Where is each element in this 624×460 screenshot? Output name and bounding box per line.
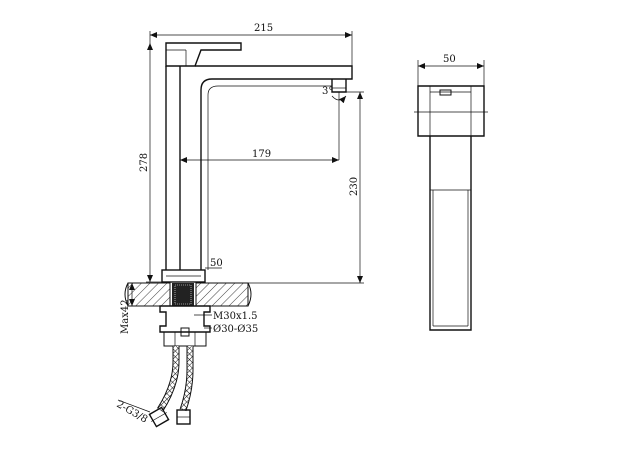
mounting-nut [159, 305, 211, 333]
deck-section [127, 282, 171, 307]
dim-179-label: 179 [252, 149, 271, 160]
faucet-body [165, 65, 353, 270]
dim-50-base-label: 50 [210, 258, 223, 269]
threaded-shank [172, 283, 194, 306]
thread-spec-label: M30x1.5 [213, 311, 258, 322]
dim-278-label: 278 [139, 153, 150, 172]
hole-diameter-label: Ø30-Ø35 [213, 324, 258, 335]
swivel-angle-label: 3° [322, 86, 333, 97]
dim-max42-label: Max42 [120, 299, 131, 334]
side-body [429, 136, 472, 331]
spout-outlet [331, 79, 347, 93]
dim-side-50-label: 50 [443, 54, 456, 65]
hose-connection-label: 2-G3/8 [115, 399, 150, 425]
handle-lever [165, 42, 242, 67]
front-view: 215 179 278 230 50 Max42 M30x1.5 Ø30-Ø35… [115, 23, 364, 428]
dim-215-label: 215 [254, 23, 273, 34]
side-handle [417, 85, 485, 137]
side-view: 50 [414, 54, 488, 331]
base-ring [161, 269, 206, 283]
dim-230-label: 230 [349, 177, 360, 196]
